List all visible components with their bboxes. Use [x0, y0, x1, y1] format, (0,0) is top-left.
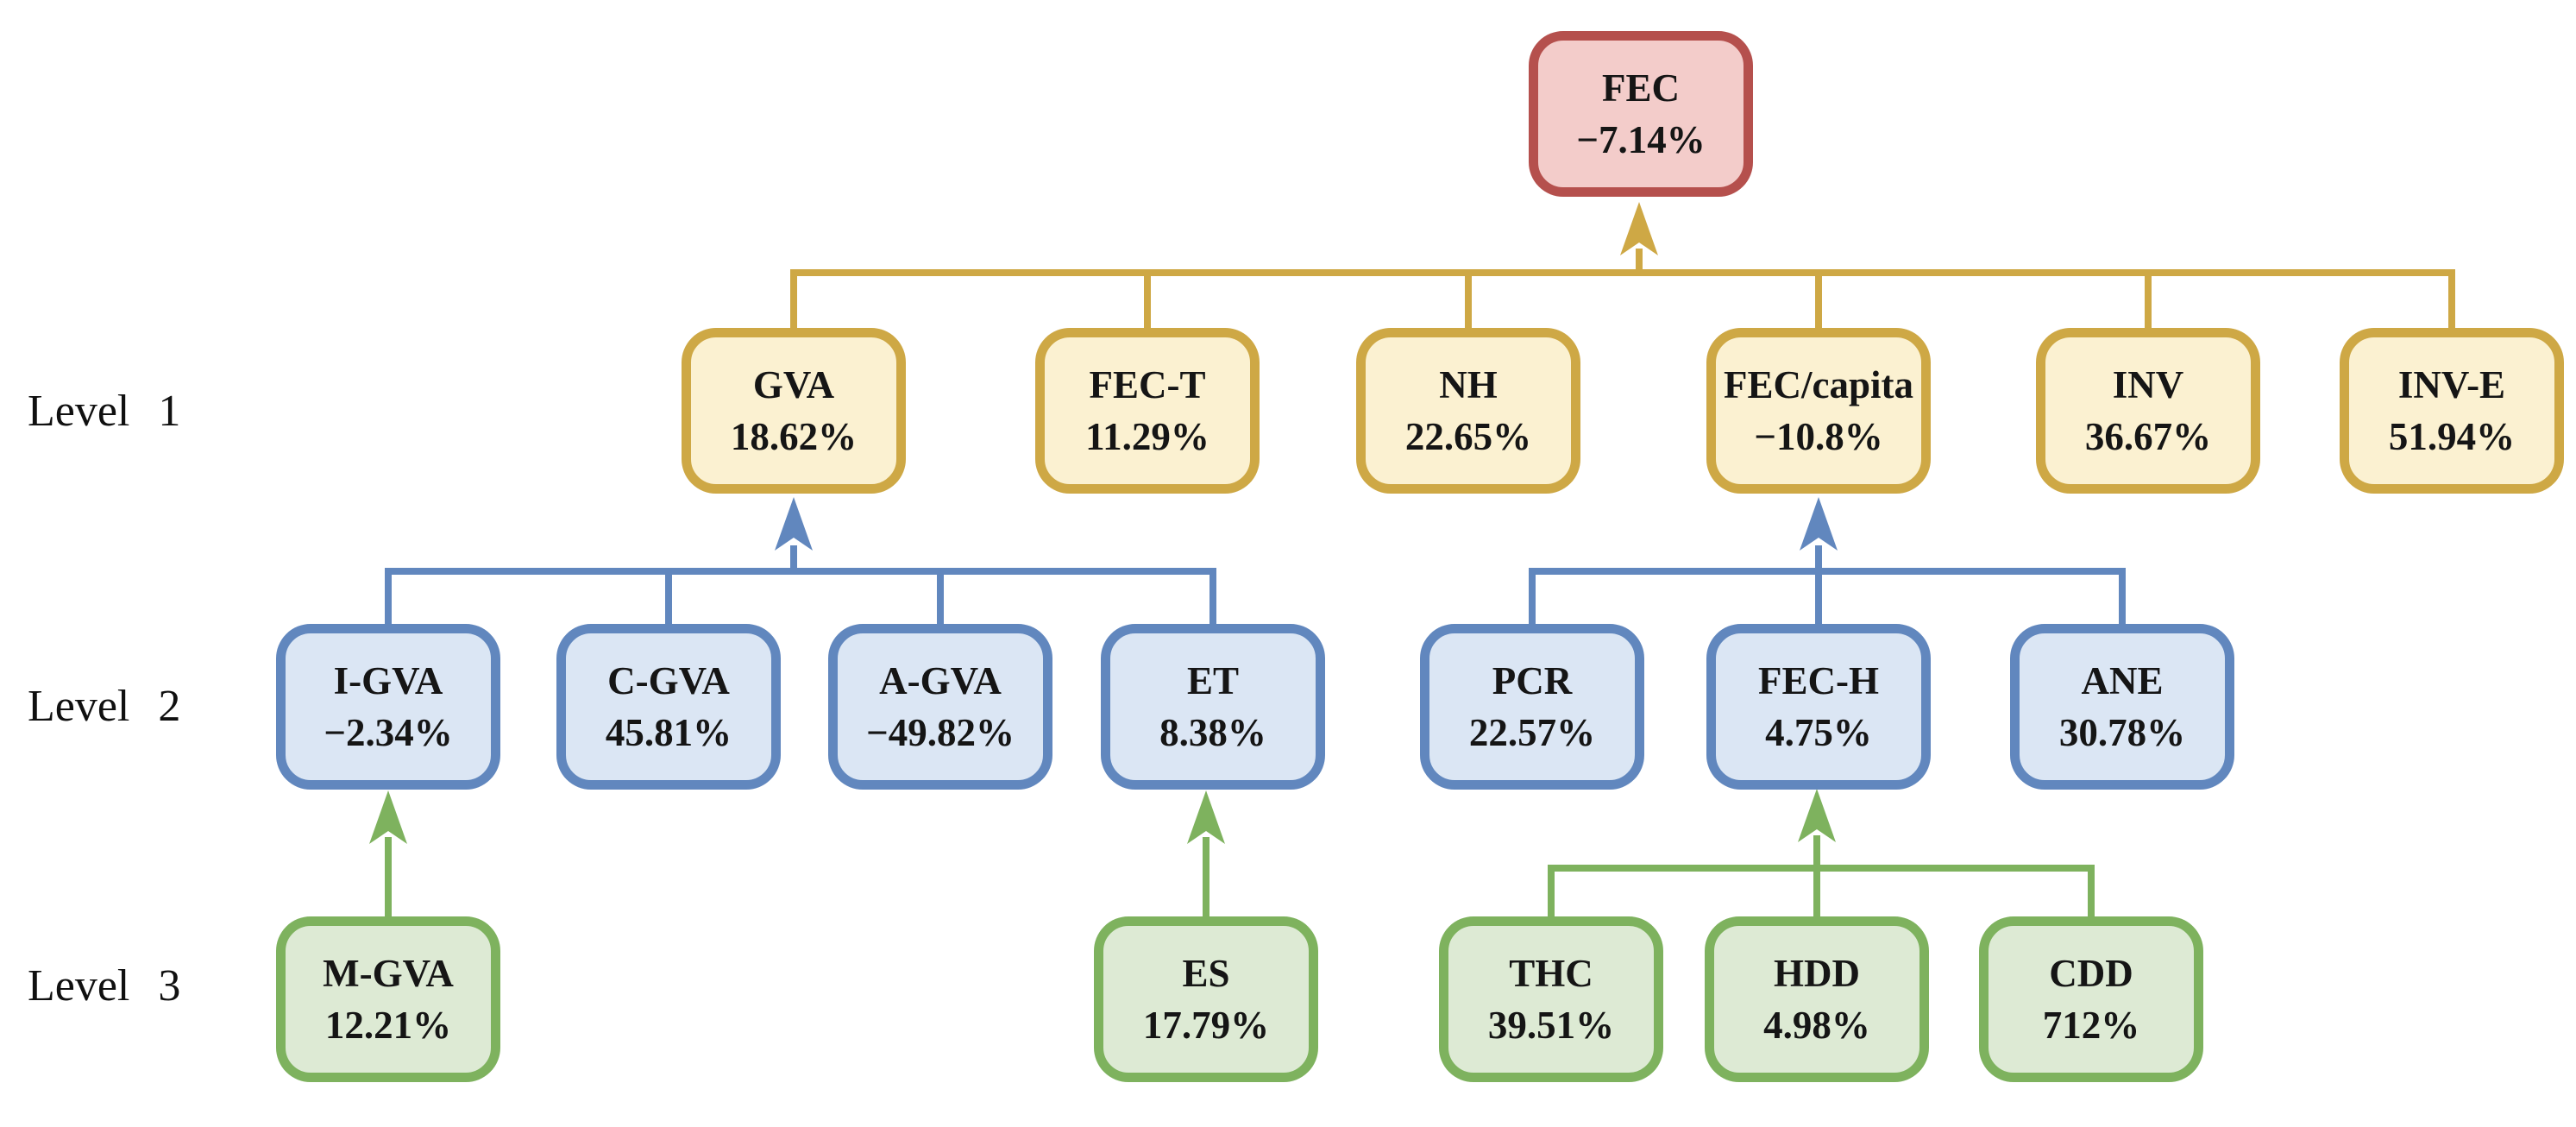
node-a-gva: A-GVA −49.82% [828, 624, 1052, 790]
node-label: FEC [1602, 66, 1680, 110]
node-label: PCR [1492, 659, 1573, 702]
node-label: ANE [2081, 659, 2164, 702]
node-label: ES [1182, 952, 1230, 995]
node-value: −49.82% [866, 711, 1015, 754]
node-label: THC [1509, 952, 1593, 995]
node-value: 22.57% [1468, 711, 1596, 754]
node-label: M-GVA [323, 952, 454, 995]
node-m-gva: M-GVA 12.21% [276, 916, 500, 1082]
node-value: 12.21% [324, 1004, 452, 1047]
node-fec-t: FEC-T 11.29% [1035, 328, 1260, 494]
node-inv: INV 36.67% [2036, 328, 2260, 494]
node-value: −7.14% [1576, 118, 1706, 161]
node-label: INV [2112, 363, 2184, 406]
blue-branch-line [1529, 568, 2126, 627]
blue-branch-line [385, 568, 1216, 627]
node-value: 712% [2042, 1004, 2140, 1047]
node-fec-h: FEC-H 4.75% [1706, 624, 1931, 790]
node-gva: GVA 18.62% [682, 328, 906, 494]
node-value: 39.51% [1487, 1004, 1615, 1047]
level2-right-connector [1529, 545, 2126, 627]
green-arrowhead [1187, 790, 1225, 844]
node-value: 51.94% [2388, 415, 2516, 458]
node-nh: NH 22.65% [1356, 328, 1580, 494]
node-label: CDD [2049, 952, 2133, 995]
level2-left-connector [385, 545, 1216, 627]
node-value: −2.34% [324, 711, 453, 754]
node-label: ET [1186, 659, 1240, 702]
node-ane: ANE 30.78% [2010, 624, 2234, 790]
node-pcr: PCR 22.57% [1420, 624, 1644, 790]
green-arrowhead [1798, 789, 1836, 842]
node-value: 36.67% [2084, 415, 2212, 458]
node-inv-e: INV-E 51.94% [2340, 328, 2564, 494]
node-c-gva: C-GVA 45.81% [556, 624, 781, 790]
node-value: 30.78% [2058, 711, 2186, 754]
node-cdd: CDD 712% [1979, 916, 2203, 1082]
node-value: 22.65% [1404, 415, 1532, 458]
blue-arrowhead [1800, 497, 1838, 551]
node-value: 17.79% [1142, 1004, 1270, 1047]
node-label: FEC-T [1089, 363, 1206, 406]
yellow-branch-line [790, 269, 2455, 331]
node-i-gva: I-GVA −2.34% [276, 624, 500, 790]
node-label: HDD [1774, 952, 1860, 995]
row-label-level-1: Level 1 [28, 386, 181, 436]
blue-arrowhead [775, 497, 813, 551]
row-label-level-2: Level 2 [28, 681, 181, 731]
node-value: 11.29% [1085, 415, 1209, 458]
level3-group-connector [1548, 835, 2095, 920]
node-value: 45.81% [605, 711, 732, 754]
node-value: −10.8% [1754, 415, 1883, 458]
row-label-level-3: Level 3 [28, 960, 181, 1011]
node-label: FEC/capita [1724, 363, 1913, 406]
level1-to-root-connector [790, 249, 2455, 331]
node-hdd: HDD 4.98% [1705, 916, 1929, 1082]
node-fec: FEC −7.14% [1529, 31, 1753, 197]
node-value: 4.98% [1763, 1004, 1870, 1047]
node-label: A-GVA [879, 659, 1002, 702]
yellow-arrowhead [1620, 202, 1658, 255]
node-value: 8.38% [1159, 711, 1266, 754]
node-label: I-GVA [333, 659, 443, 702]
node-thc: THC 39.51% [1439, 916, 1663, 1082]
green-branch-line [1548, 865, 2095, 920]
green-arrowhead [369, 790, 407, 844]
node-label: FEC-H [1758, 659, 1879, 702]
node-label: INV-E [2397, 363, 2506, 406]
node-label: GVA [752, 363, 835, 406]
node-label: C-GVA [607, 659, 730, 702]
node-value: 4.75% [1765, 711, 1872, 754]
node-et: ET 8.38% [1101, 624, 1325, 790]
node-value: 18.62% [730, 415, 858, 458]
node-fec-capita: FEC/capita −10.8% [1706, 328, 1931, 494]
node-es: ES 17.79% [1094, 916, 1318, 1082]
node-label: NH [1439, 363, 1498, 406]
